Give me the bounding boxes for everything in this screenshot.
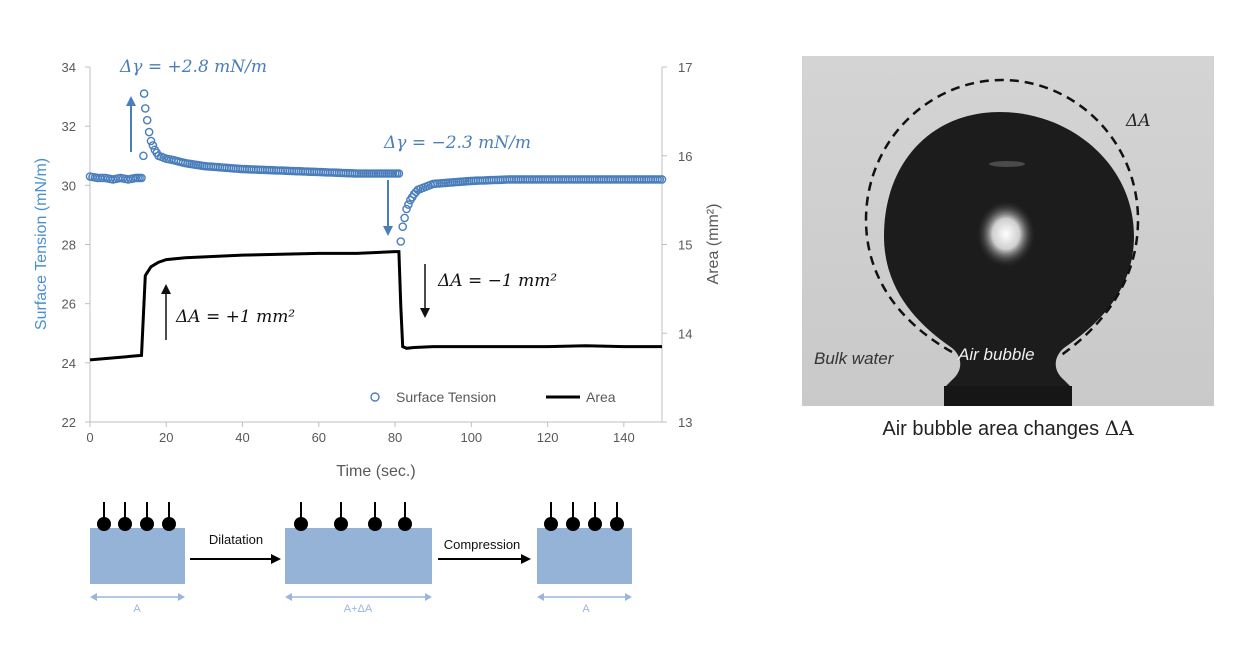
surfactant-head [140,517,154,531]
delta-a-label: ΔA [1125,111,1151,131]
bulk-water-label: Bulk water [814,349,895,368]
surface-tension-point [142,115,152,125]
surface-tension-point [404,200,413,209]
expanded-bubble-outline [864,78,1140,358]
dimension-arrow-left [90,593,185,601]
annotation-dgamma-up: Δγ = +2.8 mN/m [119,57,267,77]
y-left-tick-label: 34 [62,60,76,75]
surface-tension-point [396,237,406,246]
area-line [89,250,662,362]
surfactant-head [544,517,558,531]
surface-tension-point [139,89,149,98]
x-tick-label: 120 [537,430,559,445]
arrow-up-icon [161,284,171,340]
dimension-arrow-middle [285,593,432,601]
dilatation-label: Dilatation [209,532,263,547]
surface-tension-point [146,136,156,146]
surface-tension-point [140,104,150,113]
surfactant-head [118,517,132,531]
surface-tension-point [398,222,408,231]
legend-label-surface-tension: Surface Tension [396,389,496,405]
surfactant-head [368,517,382,531]
photo-caption-symbol: ΔA [1104,416,1134,440]
y-left-tick-label: 22 [62,415,76,430]
annotation-darea-down: ΔA = −1 mm² [437,271,557,291]
arrow-down-icon [383,180,393,236]
y-right-tick-label: 15 [678,238,692,253]
y-axis-left-title: Surface Tension (mN/m) [33,158,50,330]
needle-base [944,386,1072,406]
surface-tension-point [137,173,146,183]
x-tick-label: 40 [235,430,249,445]
y-right-tick-label: 14 [678,326,692,341]
x-tick-label: 80 [388,430,402,445]
dimension-label-left: A [133,603,141,615]
surfactant-head [588,517,602,531]
legend-marker-surface-tension [370,392,380,402]
compression-arrow-icon [438,554,531,564]
dilatation-compression-schematic: Dilatation Compression A A+ΔA A [90,502,632,615]
surfactant-head [97,517,111,531]
air-bubble-label: Air bubble [957,345,1035,364]
surface-tension-point [139,151,148,161]
surface-tension-series [85,89,667,246]
surface-tension-area-chart: 0 20 40 60 80 100 120 140 22 24 26 28 30 32 34 13 14 15… [33,57,722,480]
dimension-label-right: A [582,603,590,615]
surfactant-head [398,517,412,531]
interface-block-initial [90,528,185,584]
annotation-darea-up: ΔA = +1 mm² [175,307,295,327]
surface-tension-point [400,213,409,223]
surface-tension-point [148,141,158,150]
y-left-tick-label: 24 [62,356,76,371]
x-axis-title: Time (sec.) [336,463,415,480]
photo-caption: Air bubble area changes ΔA [802,416,1214,441]
surface-tension-point [402,204,411,214]
y-left-tick-label: 30 [62,178,76,193]
surfactant-molecules [97,502,624,531]
y-right-tick-labels: 13 14 15 16 17 [662,60,692,430]
y-right-tick-label: 16 [678,149,692,164]
annotation-dgamma-down: Δγ = −2.3 mN/m [383,133,531,153]
y-axis-right-title: Area (mm²) [705,204,722,285]
legend: Surface Tension Area [370,389,616,405]
x-tick-label: 140 [613,430,635,445]
surface-tension-point [394,169,404,178]
surface-tension-point [657,175,667,184]
surfactant-head [294,517,308,531]
arrow-down-icon [420,264,430,318]
photo-caption-text: Air bubble area changes [882,418,1105,440]
arrow-up-icon [126,96,136,152]
y-left-tick-label: 26 [62,297,76,312]
y-left-tick-label: 32 [62,119,76,134]
surfactant-head [334,517,348,531]
interface-block-dilated [285,528,432,584]
compression-label: Compression [444,537,521,552]
dimension-label-middle: A+ΔA [344,603,373,615]
x-tick-label: 0 [86,430,93,445]
y-right-tick-label: 13 [678,415,692,430]
air-bubble-photo: ΔA Bulk water Air bubble [802,56,1214,406]
surface-tension-point [144,127,154,137]
interface-block-compressed [537,528,632,584]
y-left-tick-labels: 22 24 26 28 30 32 34 [62,60,90,430]
y-left-tick-label: 28 [62,238,76,253]
surfactant-head [610,517,624,531]
x-tick-label: 100 [460,430,482,445]
x-tick-label: 60 [312,430,326,445]
legend-label-area: Area [586,389,616,405]
x-tick-labels: 0 20 40 60 80 100 120 140 [86,422,635,445]
surfactant-head [162,517,176,531]
dimension-arrow-right [537,593,632,601]
bubble-image: ΔA Bulk water Air bubble [802,56,1214,406]
x-tick-label: 20 [159,430,173,445]
area-series [89,250,662,362]
y-right-tick-label: 17 [678,60,692,75]
bubble-highlight [976,200,1036,268]
dilatation-arrow-icon [190,554,281,564]
surfactant-head [566,517,580,531]
